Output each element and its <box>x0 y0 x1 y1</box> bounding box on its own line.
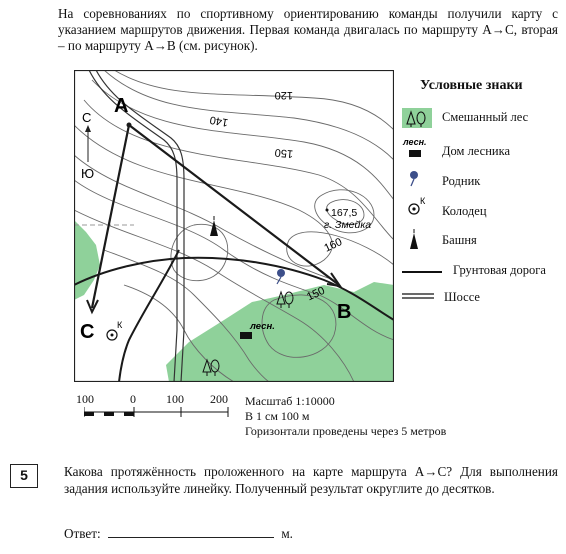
route-a-c <box>90 124 131 309</box>
task-number: 5 <box>10 464 38 488</box>
intro-text: На соревнованиях по спортивному ориентир… <box>58 6 558 53</box>
tower-icon <box>210 220 218 236</box>
legend-well-text: К <box>420 196 426 206</box>
point-a-label: А <box>114 95 128 117</box>
scale-tick-4: 200 <box>210 392 228 406</box>
scale-contours-note: Горизонтали проведены через 5 метров <box>245 424 447 438</box>
well-icon <box>408 203 420 215</box>
contour-label-120: 120 <box>275 89 293 101</box>
forester-house-icon <box>409 150 421 157</box>
legend-well: Колодец <box>442 204 487 218</box>
scale-tick-2: 0 <box>130 392 136 406</box>
mixed-forest-icon <box>202 358 220 376</box>
task-question: Какова протяжённость проложенного на кар… <box>64 464 558 496</box>
compass-south: Ю <box>81 166 94 181</box>
legend-dirt-road: Грунтовая дорога <box>453 263 546 277</box>
mixed-forest-icon <box>406 110 426 127</box>
topographic-map: А B С С Ю 120 140 150 160 150 167,5 г. З… <box>74 70 394 382</box>
scale-bar <box>84 407 229 417</box>
legend-forester-house: Дом лесника <box>442 144 511 158</box>
hill-name: г. Змейка <box>324 219 371 231</box>
contour-label-150: 150 <box>274 146 293 160</box>
scale-tick-1: 100 <box>76 392 94 406</box>
scale-ratio: Масштаб 1:10000 <box>245 394 335 408</box>
contour-label-160: 160 <box>322 236 344 255</box>
legend-forester-text: лесн. <box>402 137 427 147</box>
scale-tick-3: 100 <box>166 392 184 406</box>
scale-cm: В 1 см 100 м <box>245 409 310 423</box>
answer-label: Ответ: <box>64 526 101 541</box>
route-a-b <box>128 124 340 286</box>
spring-icon <box>276 269 285 285</box>
legend-tower: Башня <box>442 233 477 247</box>
legend-icons: лесн. К <box>402 108 442 299</box>
forester-label: лесн. <box>249 321 275 332</box>
point-c-label: С <box>80 321 94 343</box>
highway-icon <box>402 293 434 299</box>
answer-input[interactable] <box>108 525 275 538</box>
mixed-forest-icon <box>276 290 294 308</box>
compass-north: С <box>82 110 91 125</box>
legend-mixed-forest: Смешанный лес <box>442 110 529 124</box>
legend-title: Условные знаки <box>420 78 523 93</box>
contour-label-140: 140 <box>209 113 229 128</box>
forest-area-left <box>74 220 100 300</box>
well-icon <box>106 329 118 341</box>
answer-row: Ответ: м. <box>64 525 293 542</box>
answer-unit: м. <box>281 526 293 541</box>
forester-house-icon <box>240 332 252 339</box>
spring-icon <box>410 171 418 187</box>
forest-area-right <box>166 282 394 382</box>
well-label: К <box>117 320 123 330</box>
hill-height: 167,5 <box>331 207 357 219</box>
tower-icon <box>410 229 418 249</box>
legend-spring: Родник <box>442 174 481 188</box>
point-b-label: B <box>337 301 351 323</box>
legend-highway: Шоссе <box>444 290 480 304</box>
